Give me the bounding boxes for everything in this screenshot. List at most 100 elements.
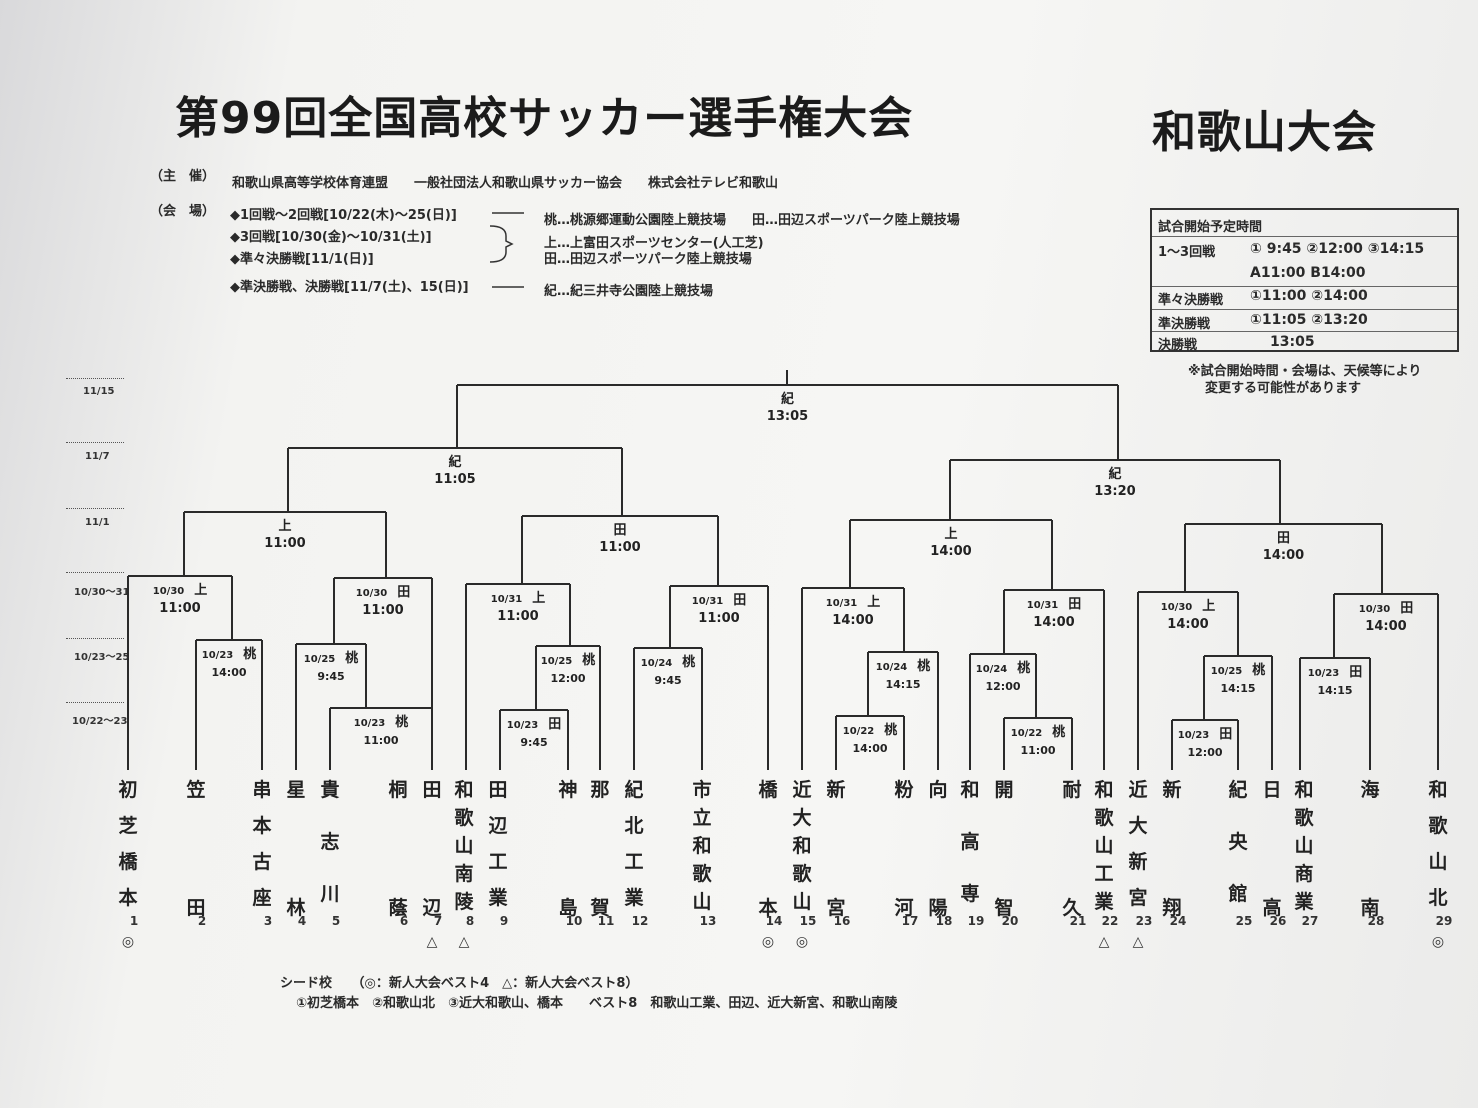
schedule-label-4: 準決勝戦 bbox=[1158, 317, 1211, 332]
match-venue: 上 bbox=[278, 519, 292, 534]
match-date: 10/24 bbox=[975, 664, 1008, 675]
venue-round-3: ◆準々決勝戦[11/1(日)] bbox=[230, 252, 374, 267]
schedule-title: 試合開始予定時間 bbox=[1158, 220, 1263, 235]
seed-mark: ◎ bbox=[1431, 934, 1445, 950]
match-date: 10/22 bbox=[842, 726, 875, 737]
match-venue: 上 bbox=[194, 583, 208, 598]
team-number: 12 bbox=[631, 914, 649, 928]
team-number: 22 bbox=[1101, 914, 1119, 928]
seed-list: ①初芝橋本 ②和歌山北 ③近大和歌山、橋本 ベスト8 和歌山工業、田辺、近大新宮… bbox=[296, 996, 898, 1011]
seed-legend: シード校 （◎：新人大会ベスト4 △：新人大会ベスト8） bbox=[280, 976, 639, 991]
venue-round-2: ◆3回戦[10/30(金)～10/31(土)] bbox=[230, 230, 432, 245]
match-time: 14:15 bbox=[1220, 682, 1256, 695]
match-date: 10/23 bbox=[1307, 668, 1340, 679]
match-label: 10/30 上 11:00 bbox=[153, 582, 208, 617]
match-venue: 田 bbox=[548, 717, 562, 732]
match-time: 14:00 bbox=[852, 742, 888, 755]
schedule-value-4: ①11:05 ②13:20 bbox=[1250, 312, 1368, 328]
match-date: 10/30 bbox=[152, 586, 185, 597]
organizer-label: （主 催） bbox=[150, 169, 216, 184]
match-time: 11:00 bbox=[159, 601, 201, 616]
venue-place-1: 桃…桃源郷運動公園陸上競技場 田…田辺スポーツパーク陸上競技場 bbox=[544, 213, 960, 228]
seed-mark: ◎ bbox=[121, 934, 135, 950]
match-time: 14:00 bbox=[1365, 619, 1407, 634]
match-venue: 上 bbox=[1202, 599, 1216, 614]
organizer-text: 和歌山県高等学校体育連盟 一般社団法人和歌山県サッカー協会 株式会社テレビ和歌山 bbox=[232, 176, 779, 191]
match-venue: 桃 bbox=[1252, 663, 1266, 678]
team-number: 5 bbox=[331, 914, 341, 928]
schedule-label-1: 1～3回戦 bbox=[1158, 245, 1216, 260]
match-venue: 上 bbox=[532, 591, 546, 606]
team-number: 7 bbox=[433, 914, 443, 928]
team-number: 1 bbox=[129, 914, 139, 928]
match-venue: 田 bbox=[1400, 601, 1414, 616]
team-number: 28 bbox=[1367, 914, 1385, 928]
match-time: 14:00 bbox=[1033, 615, 1075, 630]
match-venue: 紀 bbox=[780, 392, 795, 407]
date-label: 11/15 bbox=[83, 386, 115, 397]
match-venue: 田 bbox=[397, 585, 411, 600]
seed-mark: △ bbox=[458, 934, 470, 950]
schedule-note-2: 変更する可能性があります bbox=[1205, 381, 1362, 396]
team-number: 25 bbox=[1235, 914, 1253, 928]
venue-round-4: ◆準決勝戦、決勝戦[11/7(土)、15(日)] bbox=[230, 280, 469, 295]
team-number: 11 bbox=[597, 914, 615, 928]
match-venue: 桃 bbox=[884, 723, 898, 738]
team-number: 2 bbox=[197, 914, 207, 928]
match-date: 10/25 bbox=[303, 654, 336, 665]
match-venue: 田 bbox=[1068, 597, 1082, 612]
team-number: 16 bbox=[833, 914, 851, 928]
team-number: 15 bbox=[799, 914, 817, 928]
match-time: 14:15 bbox=[1317, 684, 1353, 697]
team-number: 18 bbox=[935, 914, 953, 928]
match-date: 10/25 bbox=[540, 656, 573, 667]
date-label: 11/1 bbox=[85, 517, 110, 528]
match-time: 11:00 bbox=[363, 734, 399, 747]
venue-place-4: 紀…紀三井寺公園陸上競技場 bbox=[544, 284, 714, 299]
schedule-label-3: 準々決勝戦 bbox=[1158, 293, 1224, 308]
match-date: 10/31 bbox=[490, 594, 523, 605]
match-date: 10/23 bbox=[201, 650, 234, 661]
team-number: 13 bbox=[699, 914, 717, 928]
seed-mark: ◎ bbox=[761, 934, 775, 950]
team-number: 21 bbox=[1069, 914, 1087, 928]
team-number: 19 bbox=[967, 914, 985, 928]
match-time: 14:00 bbox=[1167, 617, 1209, 632]
match-venue: 田 bbox=[613, 523, 627, 538]
seed-mark: ◎ bbox=[795, 934, 809, 950]
match-date: 10/25 bbox=[1210, 666, 1243, 677]
schedule-value-2: A11:00 B14:00 bbox=[1250, 265, 1366, 281]
date-label: 10/30～31 bbox=[74, 587, 130, 598]
schedule-note-1: ※試合開始時間・会場は、天候等により bbox=[1188, 364, 1422, 379]
seed-mark: △ bbox=[1098, 934, 1110, 950]
match-date: 10/23 bbox=[1177, 730, 1210, 741]
match-time: 14:15 bbox=[885, 678, 921, 691]
team-number: 17 bbox=[901, 914, 919, 928]
match-label: 上 11:00 bbox=[264, 518, 305, 552]
match-time: 11:00 bbox=[264, 536, 306, 551]
match-time: 11:00 bbox=[362, 603, 404, 618]
schedule-value-1: ① 9:45 ②12:00 ③14:15 bbox=[1250, 241, 1425, 257]
match-date: 10/23 bbox=[506, 720, 539, 731]
match-venue: 桃 bbox=[582, 653, 596, 668]
team-number: 8 bbox=[465, 914, 475, 928]
match-time: 11:00 bbox=[1020, 744, 1056, 757]
schedule-box: 試合開始予定時間 1～3回戦 ① 9:45 ②12:00 ③14:15 A11:… bbox=[1150, 208, 1459, 353]
schedule-value-5: 13:05 bbox=[1270, 334, 1315, 350]
match-date: 10/31 bbox=[825, 598, 858, 609]
match-date: 10/31 bbox=[691, 596, 724, 607]
venue-place-2: 上…上富田スポーツセンター(人工芝) bbox=[544, 236, 764, 251]
